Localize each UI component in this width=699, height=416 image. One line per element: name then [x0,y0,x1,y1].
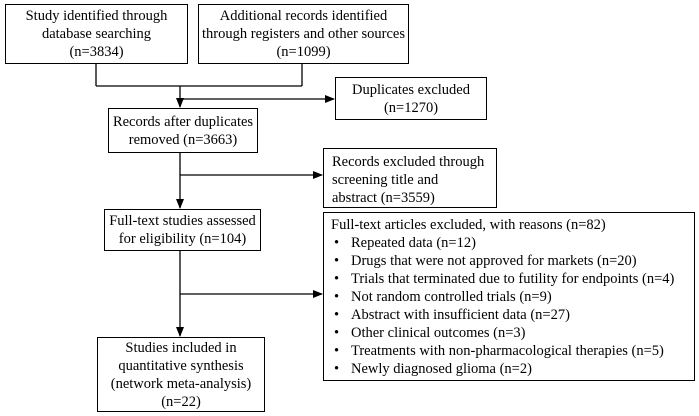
database-search-count: (n=3834) [69,44,124,60]
fulltext-excluded-box: Full-text articles excluded, with reason… [323,212,695,381]
exclusion-reasons-list: Repeated data (n=12) Drugs that were not… [331,234,694,378]
after-duplicates-line-1: Records after duplicates [112,113,254,130]
database-search-line-1: Study identified through [25,8,168,24]
studies-included-box: Studies included in quantitative synthes… [97,337,265,412]
after-duplicates-line-2: removed (n=3663) [128,131,238,148]
screening-line-1: Records excluded through [332,154,485,170]
registers-line-1: Additional records identified [219,8,388,24]
excluded-heading: Full-text articles excluded, with reason… [331,217,606,233]
exclusion-reason-item: Abstract with insufficient data (n=27) [331,306,694,324]
fulltext-line-2: for eligibility (n=104) [118,231,247,247]
included-line-1: Studies included in [125,339,237,356]
database-search-box: Study identified through database search… [5,4,188,64]
included-line-3: (network meta-analysis) [110,375,252,392]
exclusion-reason-item: Drugs that were not approved for markets… [331,252,694,270]
fulltext-line-1: Full-text studies assessed [109,213,256,229]
after-duplicates-box: Records after duplicates removed (n=3663… [108,108,258,153]
exclusion-reason-item: Not random controlled trials (n=9) [331,288,694,306]
screening-line-2: screening title and [332,172,439,188]
registers-search-box: Additional records identified through re… [198,4,409,64]
exclusion-reason-item: Treatments with non-pharmacological ther… [331,342,694,360]
registers-line-2: through registers and other sources [202,26,405,42]
screening-excluded-box: Records excluded through screening title… [323,148,497,208]
included-line-2: quantitative synthesis [118,357,244,374]
database-search-line-2: database searching [41,26,152,42]
exclusion-reason-item: Repeated data (n=12) [331,234,694,252]
registers-count: (n=1099) [276,44,331,60]
fulltext-assessed-box: Full-text studies assessed for eligibili… [104,209,261,251]
exclusion-reason-item: Trials that terminated due to futility f… [331,270,694,288]
duplicates-count: (n=1270) [383,99,439,116]
exclusion-reason-item: Newly diagnosed glioma (n=2) [331,360,694,378]
duplicates-line-1: Duplicates excluded [352,81,470,98]
included-count: (n=22) [161,393,201,410]
exclusion-reason-item: Other clinical outcomes (n=3) [331,324,694,342]
duplicates-excluded-box: Duplicates excluded (n=1270) [335,77,487,120]
screening-line-3: abstract (n=3559) [332,190,435,206]
